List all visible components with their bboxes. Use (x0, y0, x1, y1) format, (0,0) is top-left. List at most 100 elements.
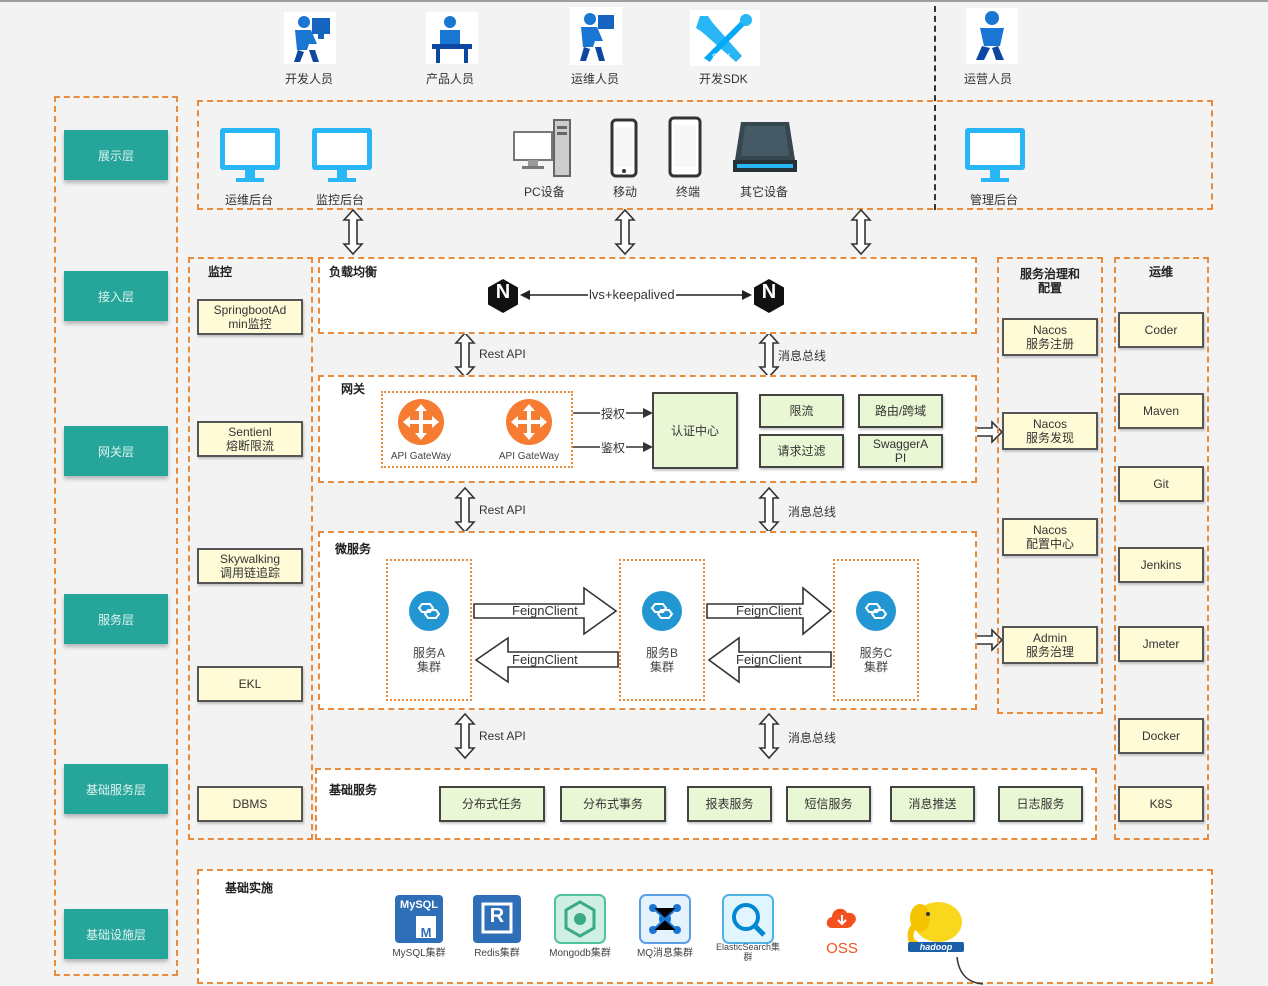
basic-box (315, 768, 1097, 840)
governance-title: 服务治理和 配置 (1019, 267, 1080, 295)
ops-docker: Docker (1118, 718, 1204, 754)
monitor-icon (965, 128, 1025, 182)
service-cluster-icon (856, 591, 896, 631)
infra-bg (197, 869, 1213, 984)
ops-separator (934, 6, 936, 210)
service-c-label: 服务C 集群 (859, 646, 893, 674)
api-gateway-icon (506, 399, 552, 445)
admin-governance: Admin 服务治理 (1002, 626, 1098, 664)
feign-client-a-to-b: FeignClient (512, 603, 578, 618)
rate-limit: 限流 (759, 394, 844, 428)
basic-message-push: 消息推送 (890, 786, 975, 822)
authenticate-label: 鉴权 (600, 439, 627, 456)
monitor-skywalking: Skywalking 调用链追踪 (197, 548, 303, 584)
feign-client-c-to-b: FeignClient (736, 652, 802, 667)
basic-distributed-task: 分布式任务 (439, 786, 545, 822)
feign-client-b-to-c: FeignClient (736, 603, 802, 618)
monitor-sentinel: Sentienl 熔断限流 (197, 421, 303, 457)
hadoop-elephant-icon (907, 902, 964, 952)
monitor-column (188, 257, 313, 840)
svg-text:SDK: SDK (712, 53, 732, 63)
layer-access: 接入层 (64, 271, 168, 321)
basic-log-service: 日志服务 (998, 786, 1083, 822)
role-sdk-label: 开发SDK (699, 72, 748, 86)
role-developer (282, 10, 338, 71)
nginx-icon (488, 279, 518, 313)
api-gateway-group (381, 391, 573, 468)
infra-title: 基础实施 (225, 881, 274, 895)
nginx-letter-left: N (495, 281, 511, 303)
role-ops (568, 5, 624, 72)
infra-elasticsearch-label: ElasticSearch集 群 (715, 942, 781, 962)
operator-person-icon (966, 8, 1018, 64)
hadoop-logo-text: hadoop (919, 942, 953, 952)
api-gateway-label-2: API GateWay (498, 451, 560, 462)
mongodb-icon (554, 894, 606, 944)
layer-infra: 基础设施层 (64, 909, 168, 959)
service-a-label: 服务A 集群 (412, 646, 445, 674)
role-operator-label: 运营人员 (964, 72, 1013, 86)
redis-r-letter: R (489, 905, 505, 927)
terminal-device-icon (668, 116, 702, 178)
basic-distributed-transaction: 分布式事务 (560, 786, 666, 822)
mobile-phone-icon (610, 118, 638, 178)
rest-api-label-1: Rest API (479, 347, 526, 361)
gateway-box (318, 375, 977, 483)
layers-column (54, 96, 178, 976)
display-other-label: 其它设备 (740, 185, 789, 199)
infra-mysql-label: MySQL集群 (392, 948, 446, 959)
msg-bus-label-1: 消息总线 (778, 349, 827, 363)
service-b-label: 服务B 集群 (645, 646, 678, 674)
authorize-label: 授权 (600, 405, 627, 422)
lb-box (318, 257, 977, 334)
monitor-dbms: DBMS (197, 786, 303, 822)
service-cluster-icon (642, 591, 682, 631)
display-admin-backend-label: 管理后台 (970, 193, 1019, 207)
infra-mongodb-label: Mongodb集群 (549, 948, 611, 959)
display-monitor-backend-label: 监控后台 (316, 193, 365, 207)
role-operator (964, 6, 1020, 71)
display-terminal-label: 终端 (676, 185, 701, 199)
nginx-letter-right: N (761, 281, 777, 303)
mq-icon (639, 894, 691, 944)
basic-sms-service: 短信服务 (786, 786, 871, 822)
infra-box (197, 869, 1213, 984)
infra-mq-label: MQ消息集群 (636, 948, 694, 959)
api-gateway-icon (398, 399, 444, 445)
service-cluster-icon (409, 591, 449, 631)
layer-service: 服务层 (64, 594, 168, 644)
ops-maven: Maven (1118, 393, 1204, 429)
msg-bus-label-3: 消息总线 (788, 731, 837, 745)
monitor-icon (312, 128, 372, 182)
feign-client-b-to-a: FeignClient (512, 652, 578, 667)
ops-coder: Coder (1118, 312, 1204, 348)
role-developer-label: 开发人员 (285, 72, 334, 86)
nacos-config-center: Nacos 配置中心 (1002, 518, 1098, 556)
infra-oss-label: OSS (826, 940, 858, 957)
rest-api-label-3: Rest API (479, 729, 526, 743)
role-sdk: SDK (690, 10, 760, 71)
monitor-icon (220, 128, 280, 182)
service-a-group (386, 559, 472, 701)
role-ops-label: 运维人员 (571, 72, 620, 86)
display-layer-box (197, 100, 1213, 210)
monitor-springboot-admin: SpringbootAd min监控 (197, 299, 303, 335)
nacos-registry: Nacos 服务注册 (1002, 318, 1098, 356)
decorative-curve (956, 956, 984, 985)
auth-center: 认证中心 (652, 392, 738, 469)
feign-arrows-ab (473, 586, 619, 684)
request-filter: 请求过滤 (759, 434, 844, 468)
ops-title: 运维 (1149, 265, 1174, 279)
ops-person-icon (570, 7, 622, 65)
rest-api-label-2: Rest API (479, 503, 526, 517)
nacos-discovery: Nacos 服务发现 (1002, 412, 1098, 450)
layer-gateway: 网关层 (64, 426, 168, 476)
mysql-logo-text: MySQL (400, 899, 438, 911)
redis-icon (473, 895, 521, 943)
role-product (424, 10, 480, 71)
ops-jmeter: Jmeter (1118, 626, 1204, 662)
micro-title: 微服务 (335, 542, 372, 556)
service-c-group (833, 559, 919, 701)
gateway-title: 网关 (341, 382, 366, 396)
oss-cloud-icon (826, 908, 856, 928)
